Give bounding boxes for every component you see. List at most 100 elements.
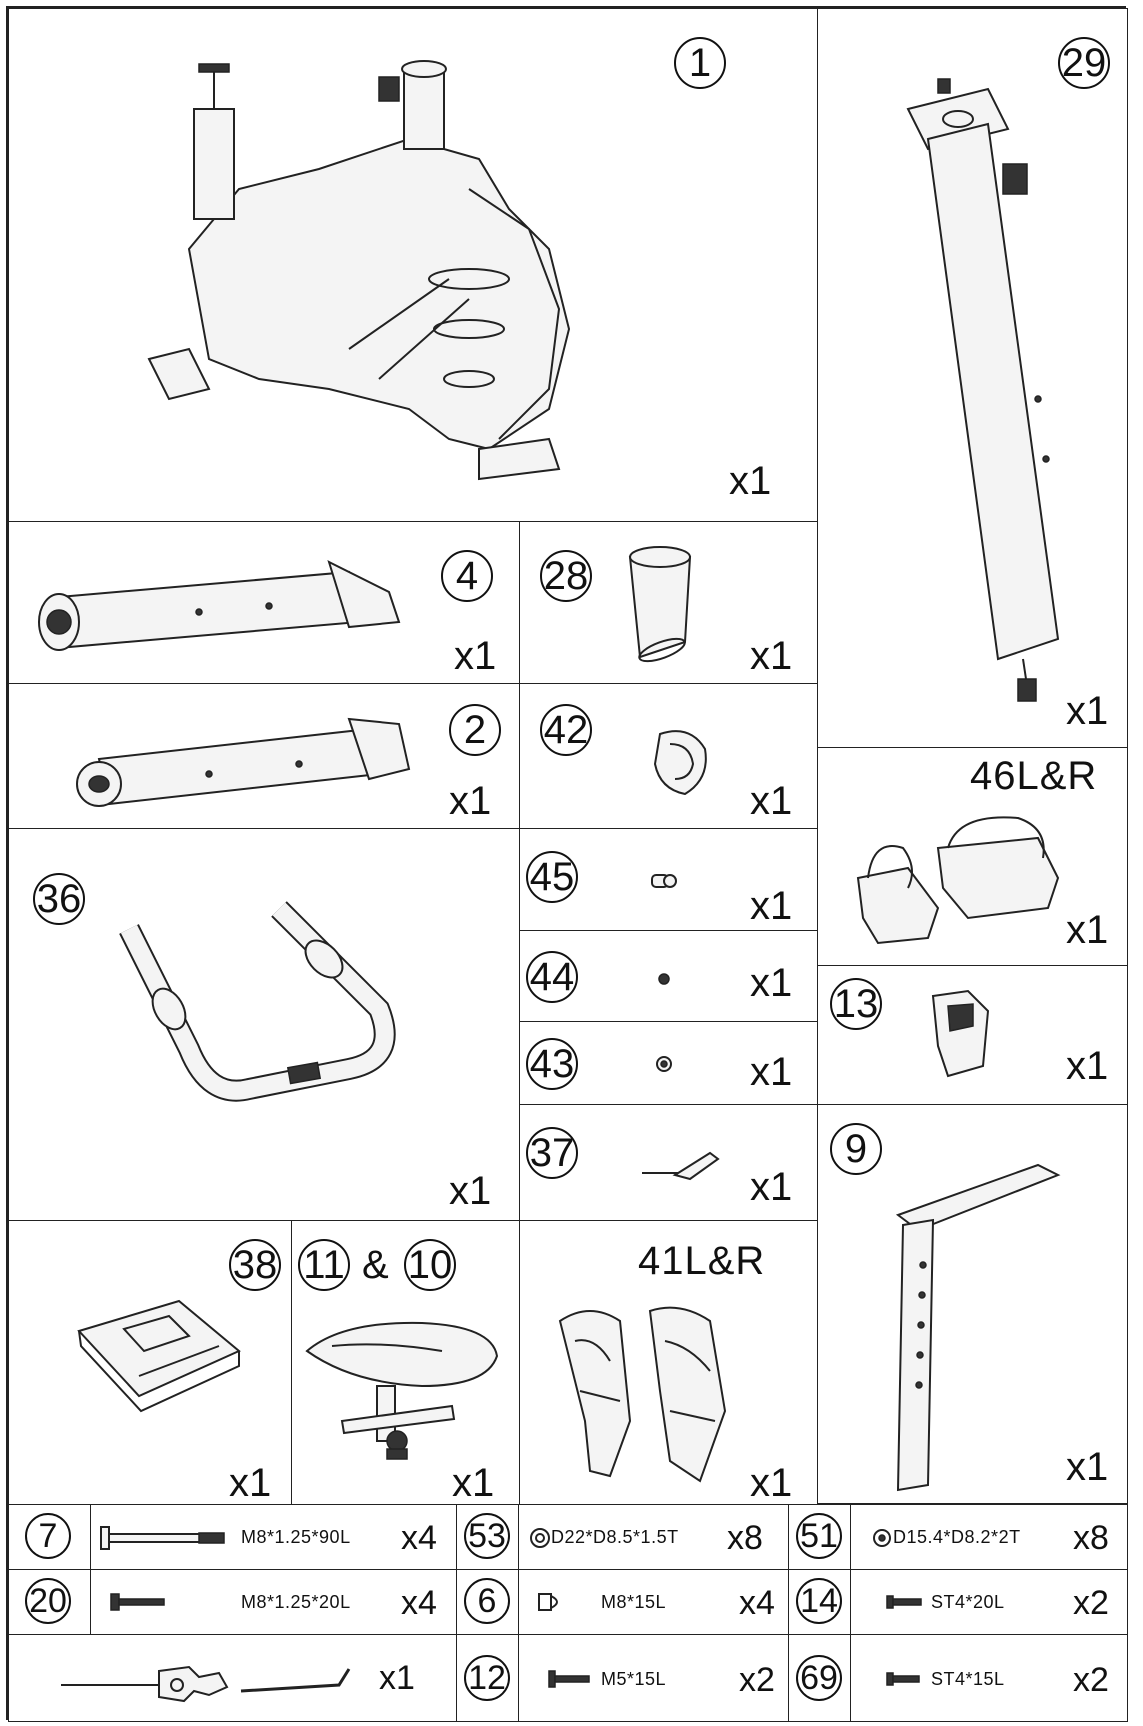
wrench-tool-icon xyxy=(59,1663,229,1703)
part-38-number: 38 xyxy=(229,1239,281,1291)
hw-7-spec: M8*1.25*90L xyxy=(241,1527,351,1547)
hw-tools-cell: x1 xyxy=(8,1634,457,1722)
hw-7-number: 7 xyxy=(25,1513,71,1559)
hw-51-cell: D15.4*D8.2*2T x8 xyxy=(850,1504,1128,1570)
part-41-covers-drawing xyxy=(550,1301,740,1491)
hw-14-screw-icon xyxy=(885,1594,925,1610)
hw-20-quantity: x4 xyxy=(401,1584,437,1622)
hw-12-number: 12 xyxy=(464,1655,510,1701)
part-37-quantity: x1 xyxy=(750,1165,793,1209)
hw-69-number: 69 xyxy=(796,1655,842,1701)
part-43-number: 43 xyxy=(526,1038,578,1090)
hw-7-quantity: x4 xyxy=(401,1519,437,1557)
hw-6-spec: M8*15L xyxy=(601,1592,667,1612)
hw-6-cap-nut-icon xyxy=(537,1590,565,1614)
part-2-cell: 2 x1 xyxy=(8,683,520,829)
part-13-quantity: x1 xyxy=(1066,1044,1109,1088)
part-38-cell: 38 x1 xyxy=(8,1220,292,1505)
hw-69-spec: ST4*15L xyxy=(931,1669,1005,1689)
part-1-main-frame-drawing xyxy=(149,49,629,489)
part-11-10-cell: 11 & 10 x1 xyxy=(291,1220,520,1505)
part-45-quantity: x1 xyxy=(750,884,793,928)
hw-14-cell: ST4*20L x2 xyxy=(850,1569,1128,1635)
hw-14-number: 14 xyxy=(796,1578,842,1624)
hw-6-quantity: x4 xyxy=(739,1584,775,1622)
hw-20-cell: M8*1.25*20L x4 xyxy=(90,1569,457,1635)
hw-20-num-cell: 20 xyxy=(8,1569,91,1635)
part-44-number: 44 xyxy=(526,951,578,1003)
part-36-quantity: x1 xyxy=(449,1169,492,1213)
part-2-quantity: x1 xyxy=(449,779,492,823)
part-11-10-quantity: x1 xyxy=(452,1461,495,1505)
part-41-label: 41L&R xyxy=(638,1239,766,1283)
part-36-cell: 36 x1 xyxy=(8,828,520,1221)
part-4-cell: 4 x1 xyxy=(8,521,520,684)
part-1-number: 1 xyxy=(674,37,726,89)
part-9-quantity: x1 xyxy=(1066,1445,1109,1489)
hw-20-spec: M8*1.25*20L xyxy=(241,1592,351,1612)
part-38-quantity: x1 xyxy=(229,1461,272,1505)
part-45-spacer-drawing xyxy=(650,871,680,891)
part-45-cell: 45 x1 xyxy=(519,828,818,931)
part-13-bracket-drawing xyxy=(928,986,998,1086)
part-36-number: 36 xyxy=(33,873,85,925)
part-28-cell: 28 x1 xyxy=(519,521,818,684)
hw-12-quantity: x2 xyxy=(739,1661,775,1699)
part-38-console-drawing xyxy=(69,1291,249,1421)
hw-14-num-cell: 14 xyxy=(788,1569,851,1635)
part-43-cell: 43 x1 xyxy=(519,1021,818,1105)
hw-7-cell: M8*1.25*90L x4 xyxy=(90,1504,457,1570)
hw-53-cell: D22*D8.5*1.5T x8 xyxy=(518,1504,789,1570)
hw-20-number: 20 xyxy=(25,1578,71,1624)
part-42-number: 42 xyxy=(540,704,592,756)
hw-12-bolt-icon xyxy=(547,1669,593,1689)
hw-69-cell: ST4*15L x2 xyxy=(850,1634,1128,1722)
hw-69-quantity: x2 xyxy=(1073,1661,1109,1699)
part-46-cell: 46L&R x1 xyxy=(817,747,1128,966)
part-41-quantity: x1 xyxy=(750,1461,793,1505)
part-1-quantity: x1 xyxy=(729,459,772,503)
part-45-number: 45 xyxy=(526,851,578,903)
part-28-number: 28 xyxy=(540,550,592,602)
part-9-cell: 9 x1 xyxy=(817,1104,1128,1504)
hw-14-spec: ST4*20L xyxy=(931,1592,1005,1612)
hw-12-cell: M5*15L x2 xyxy=(518,1634,789,1722)
part-44-cell: 44 x1 xyxy=(519,930,818,1022)
hw-53-num-cell: 53 xyxy=(456,1504,519,1570)
allen-key-icon xyxy=(239,1665,359,1699)
part-37-number: 37 xyxy=(526,1127,578,1179)
hw-6-cell: M8*15L x4 xyxy=(518,1569,789,1635)
part-11-10-saddle-drawing xyxy=(302,1311,502,1461)
hw-53-washer-icon xyxy=(529,1527,551,1549)
part-11-10-ampersand: & xyxy=(362,1243,389,1287)
part-41-cell: 41L&R x1 xyxy=(519,1220,818,1505)
hw-tools-quantity: x1 xyxy=(379,1659,415,1697)
part-2-number: 2 xyxy=(449,704,501,756)
hw-51-spring-washer-icon xyxy=(871,1527,893,1549)
part-46-pedals-drawing xyxy=(848,808,1078,958)
part-29-cell: 29 x1 xyxy=(817,8,1128,748)
hw-53-quantity: x8 xyxy=(727,1519,763,1557)
part-4-number: 4 xyxy=(441,550,493,602)
hw-51-num-cell: 51 xyxy=(788,1504,851,1570)
hw-51-spec: D15.4*D8.2*2T xyxy=(893,1527,1021,1547)
part-13-cell: 13 x1 xyxy=(817,965,1128,1105)
hw-53-number: 53 xyxy=(464,1513,510,1559)
part-4-rear-stabilizer-drawing xyxy=(29,552,409,662)
part-2-front-stabilizer-drawing xyxy=(69,704,409,814)
part-37-knob-drawing xyxy=(640,1145,720,1185)
part-1-cell: 1 x1 xyxy=(8,8,818,522)
part-9-number: 9 xyxy=(830,1123,882,1175)
hw-6-num-cell: 6 xyxy=(456,1569,519,1635)
part-36-handlebar-drawing xyxy=(119,899,439,1129)
part-28-quantity: x1 xyxy=(750,634,793,678)
part-43-washer-drawing xyxy=(654,1054,674,1074)
hw-14-quantity: x2 xyxy=(1073,1584,1109,1622)
parts-sheet: 1 x1 29 x1 4 x1 xyxy=(6,6,1128,1722)
part-44-quantity: x1 xyxy=(750,961,793,1005)
hw-69-num-cell: 69 xyxy=(788,1634,851,1722)
part-10-number: 10 xyxy=(404,1239,456,1291)
part-42-bushing-drawing xyxy=(645,724,715,804)
hw-7-bolt-drawing xyxy=(99,1523,239,1553)
hw-53-spec: D22*D8.5*1.5T xyxy=(551,1527,679,1547)
